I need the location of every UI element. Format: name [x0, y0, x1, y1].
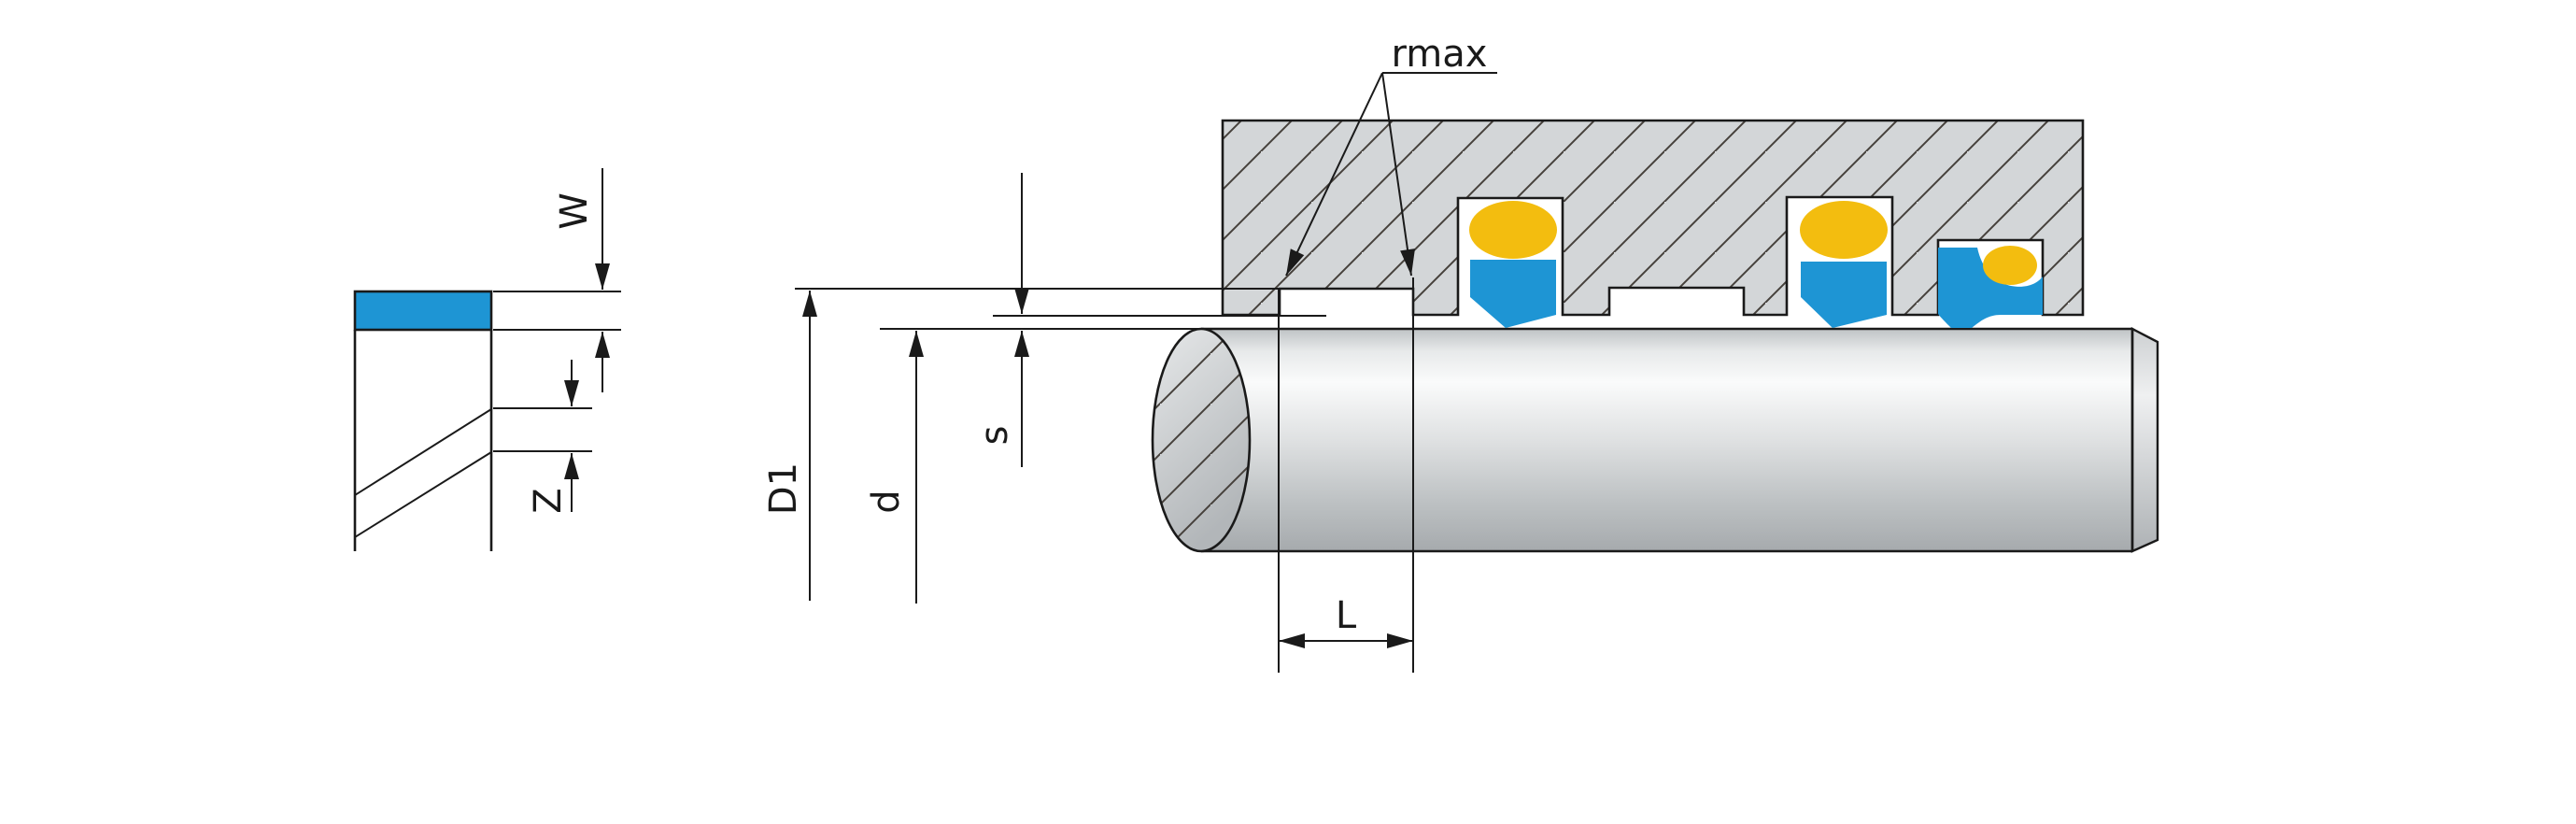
arrowhead-leader-right — [1400, 249, 1415, 276]
dimension-s: s — [973, 173, 1326, 467]
arrowhead-down — [595, 263, 610, 290]
shaft-body — [1201, 329, 2132, 551]
arrowhead-up — [564, 453, 579, 479]
dimension-Z: Z — [493, 360, 592, 514]
arrowhead-down — [564, 380, 579, 406]
detail-break-line-lower — [354, 451, 492, 538]
label-W: W — [553, 192, 596, 230]
dimension-L: L — [1278, 277, 1414, 673]
seal-set — [1469, 201, 2043, 328]
rod-shaft — [1151, 327, 2159, 553]
arrowhead-left — [1279, 633, 1305, 648]
arrowhead-right — [1387, 633, 1413, 648]
seal-3-oring — [1983, 246, 2037, 285]
seal-2-lip-ring — [1801, 262, 1887, 328]
label-rmax: rmax — [1392, 33, 1488, 76]
label-L: L — [1336, 594, 1357, 637]
arrowhead-up — [802, 291, 817, 317]
label-D1: D1 — [762, 462, 805, 515]
arrowhead-leader-left — [1286, 249, 1305, 276]
label-d: d — [865, 490, 908, 513]
label-s: s — [973, 426, 1016, 446]
dimension-D1: D1 — [762, 288, 1280, 601]
seal-detail-cross-section — [353, 290, 493, 551]
dimension-d: d — [865, 328, 1205, 604]
leader-line-right — [1381, 72, 1412, 277]
shaft-end-chamfer — [2130, 327, 2159, 553]
shaft-end-face-hatching — [1151, 327, 1252, 553]
seal-3-wiper — [1938, 248, 2043, 328]
detail-seal-band — [353, 290, 493, 332]
label-Z: Z — [527, 488, 570, 513]
arrowhead-up — [1014, 331, 1029, 357]
arrowhead-up — [909, 331, 924, 357]
seal-2-oring — [1800, 201, 1888, 259]
callout-rmax: rmax — [1285, 33, 1497, 277]
leader-line-left — [1285, 72, 1383, 277]
seal-1-oring — [1469, 201, 1557, 259]
detail-break-line-upper — [354, 408, 492, 496]
dimension-W: W — [493, 168, 621, 392]
arrowhead-up — [595, 332, 610, 358]
arrowhead-down — [1014, 288, 1029, 314]
seal-1-lip-ring — [1470, 260, 1556, 328]
